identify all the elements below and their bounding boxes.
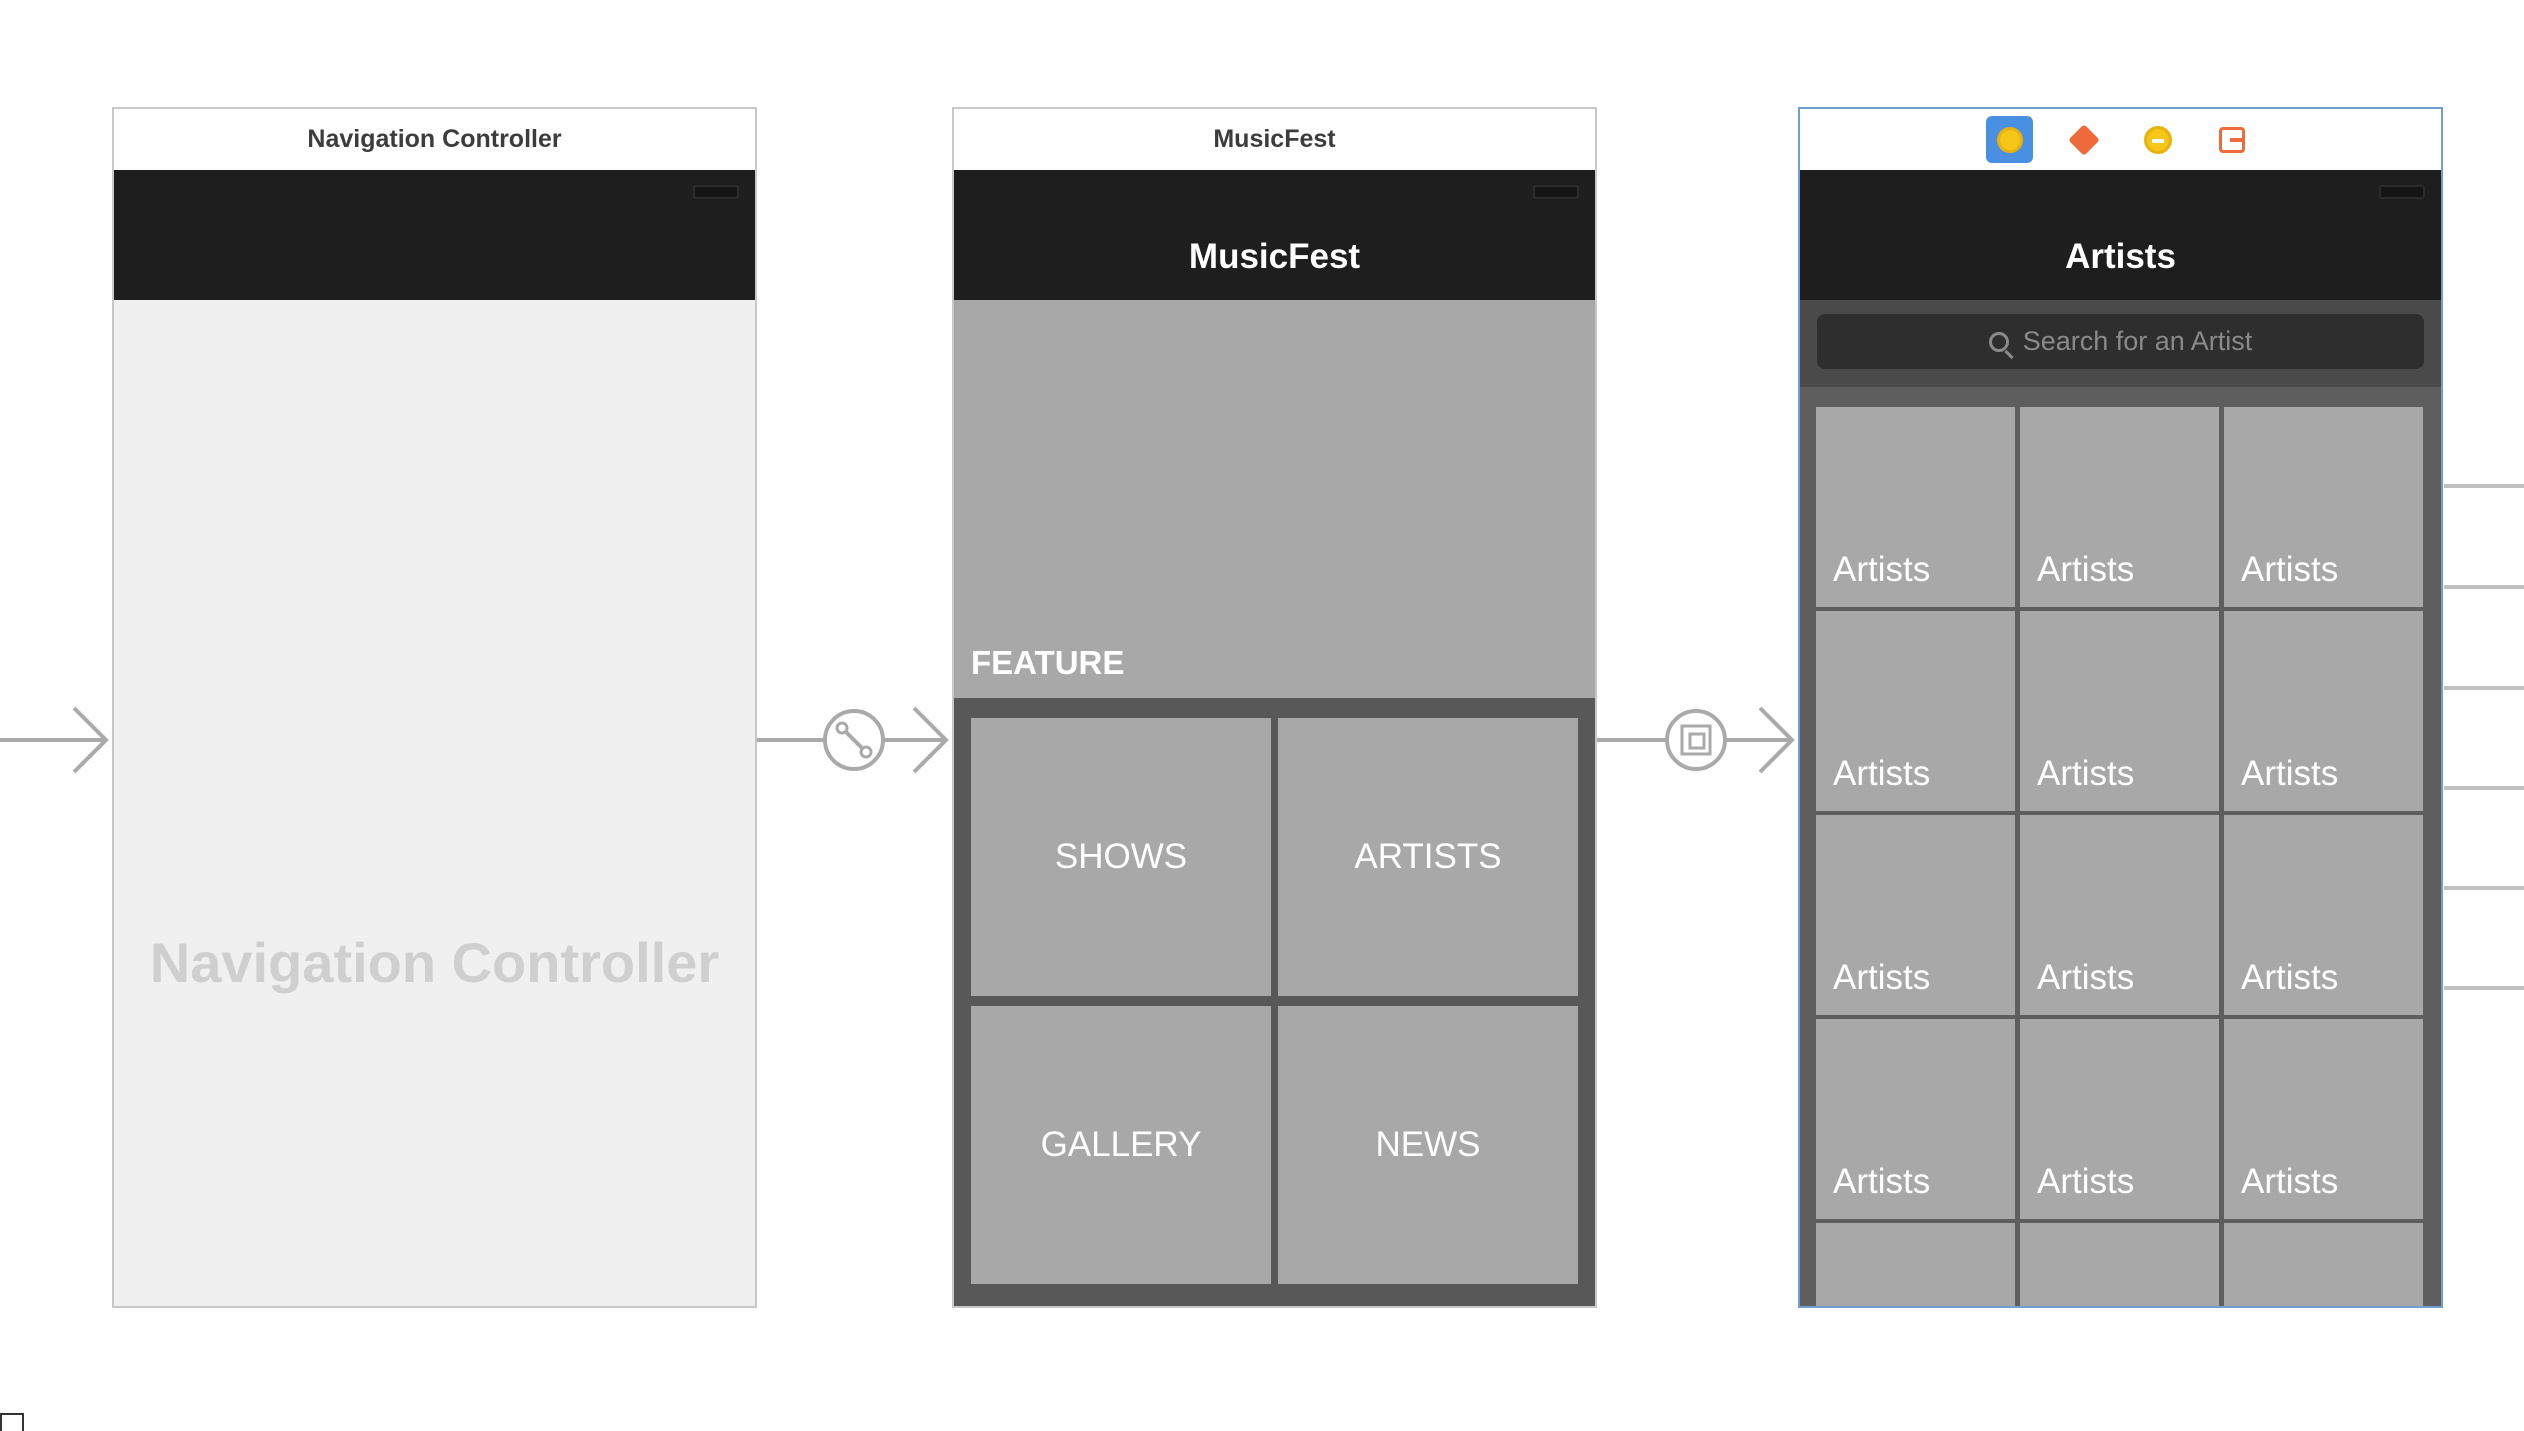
artist-cell-label: Artists	[2241, 550, 2339, 589]
outgoing-segue-line[interactable]	[2444, 886, 2524, 890]
object-icon[interactable]	[2134, 116, 2181, 163]
battery-icon	[1533, 185, 1579, 199]
gallery-button[interactable]: GALLERY	[971, 1006, 1271, 1284]
artist-cell-label: Artists	[2241, 958, 2339, 997]
artists-button[interactable]: ARTISTS	[1278, 718, 1578, 996]
artist-cell[interactable]: Artists	[2224, 407, 2423, 607]
battery-icon	[693, 185, 739, 199]
nav-title: Artists	[2065, 237, 2176, 276]
artist-cell-label: Artists	[2241, 754, 2339, 793]
artist-cell-label: Artists	[2037, 958, 2135, 997]
outgoing-segue-line[interactable]	[2444, 986, 2524, 990]
canvas-corner-icon	[0, 1413, 24, 1431]
initial-arrow[interactable]	[0, 706, 109, 774]
artist-cell[interactable]: Artists	[1816, 611, 2015, 811]
navigation-bar: MusicFest	[954, 170, 1595, 300]
artist-cell-label: Artists	[2037, 1162, 2135, 1201]
artist-cell[interactable]	[2224, 1223, 2423, 1306]
artist-cell-label: Artists	[2241, 1162, 2339, 1201]
news-button[interactable]: NEWS	[1278, 1006, 1578, 1284]
artist-cell-label: Artists	[1833, 958, 1931, 997]
search-placeholder: Search for an Artist	[2022, 326, 2253, 356]
feature-view[interactable]: FEATURE	[954, 300, 1595, 698]
search-bar: Search for an Artist	[1800, 300, 2441, 387]
scene-title[interactable]: MusicFest	[954, 109, 1595, 170]
artist-cell-label: Artists	[2037, 754, 2135, 793]
outgoing-segue-line[interactable]	[2444, 686, 2524, 690]
outgoing-segue-line[interactable]	[2444, 786, 2524, 790]
nav-title: MusicFest	[1188, 237, 1361, 276]
scene-title[interactable]: Navigation Controller	[114, 109, 755, 170]
artist-cell[interactable]: Artists	[2020, 815, 2219, 1015]
view-controller-icon[interactable]	[1986, 116, 2033, 163]
musicfest-scene[interactable]: MusicFest MusicFest FEATURE SHOWS ARTIST…	[952, 107, 1597, 1308]
battery-icon	[2379, 185, 2425, 199]
artist-cell[interactable]: Artists	[2020, 1019, 2219, 1219]
scene-dock	[1800, 109, 2441, 170]
shows-button[interactable]: SHOWS	[971, 718, 1271, 996]
status-bar	[114, 170, 755, 300]
artist-cell-label: Artists	[1833, 550, 1931, 589]
relationship-segue[interactable]	[757, 706, 949, 774]
outgoing-segue-line[interactable]	[2444, 484, 2524, 488]
navigation-controller-placeholder: Navigation Controller	[149, 931, 720, 994]
artist-cell[interactable]: Artists	[1816, 1019, 2015, 1219]
artist-cell-label: Artists	[2037, 550, 2135, 589]
show-segue[interactable]	[1597, 706, 1795, 774]
exit-icon[interactable]	[2208, 116, 2255, 163]
artist-cell[interactable]: Artists	[1816, 407, 2015, 607]
artist-cell[interactable]: Artists	[2224, 815, 2423, 1015]
artist-cell[interactable]: Artists	[2224, 611, 2423, 811]
menu-grid: SHOWS ARTISTS GALLERY NEWS	[954, 698, 1595, 1306]
artist-cell-label: Artists	[1833, 754, 1931, 793]
search-input[interactable]: Search for an Artist	[1817, 314, 2424, 369]
first-responder-icon[interactable]	[2060, 116, 2107, 163]
artist-cell[interactable]: Artists	[1816, 815, 2015, 1015]
feature-label: FEATURE	[971, 644, 1125, 681]
navigation-bar: Artists	[1800, 170, 2441, 300]
artist-cell[interactable]: Artists	[2224, 1019, 2423, 1219]
artist-cell-label: Artists	[1833, 1162, 1931, 1201]
artist-cell[interactable]	[2020, 1223, 2219, 1306]
search-icon	[1988, 331, 2009, 352]
artist-cell[interactable]: Artists	[2020, 611, 2219, 811]
navigation-controller-scene[interactable]: Navigation Controller Navigation Control…	[112, 107, 757, 1308]
artist-cell[interactable]: Artists	[2020, 407, 2219, 607]
artist-cell[interactable]	[1816, 1223, 2015, 1306]
outgoing-segue-line[interactable]	[2444, 585, 2524, 589]
scene-body: Navigation Controller	[114, 300, 755, 1306]
